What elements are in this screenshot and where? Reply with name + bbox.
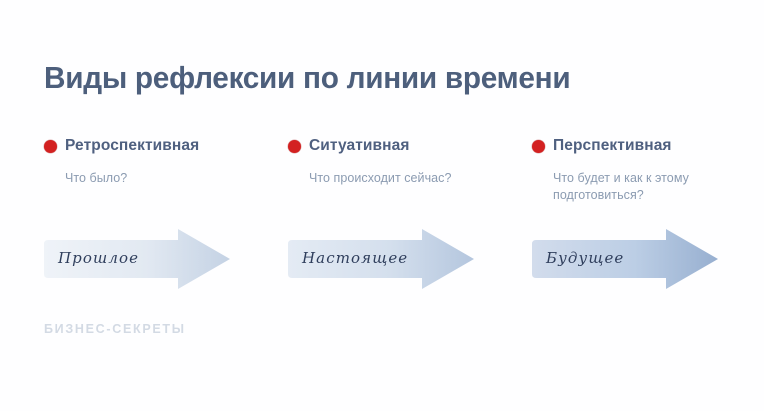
column-retrospective: Ретроспективная Что было? <box>44 136 279 187</box>
arrow-past-icon <box>44 229 230 289</box>
arrow-past: Прошлое <box>44 228 231 290</box>
arrow-label-future: Будущее <box>546 249 625 267</box>
red-dot-icon <box>532 140 545 153</box>
arrow-label-present: Настоящее <box>302 249 409 267</box>
brand-watermark: БИЗНЕС-СЕКРЕТЫ <box>44 322 186 336</box>
column-question: Что происходит сейчас? <box>309 171 452 185</box>
page-title: Виды рефлексии по линии времени <box>44 60 571 95</box>
arrow-label-past: Прошлое <box>58 249 140 267</box>
arrow-future-icon <box>532 229 718 289</box>
arrow-present: Настоящее <box>288 228 475 290</box>
column-header: Перспективная <box>532 136 737 158</box>
column-perspective: Перспективная Что будет и как к этому по… <box>532 136 737 204</box>
red-dot-icon <box>288 140 301 153</box>
column-title: Ситуативная <box>309 137 410 154</box>
column-title: Перспективная <box>553 137 672 154</box>
column-header: Ситуативная <box>288 136 523 158</box>
arrow-future: Будущее <box>532 228 719 290</box>
red-dot-icon <box>44 140 57 153</box>
column-header: Ретроспективная <box>44 136 279 158</box>
arrow-present-icon <box>288 229 474 289</box>
column-question: Что будет и как к этому подготовиться? <box>553 171 689 202</box>
column-question: Что было? <box>65 171 128 185</box>
column-situational: Ситуативная Что происходит сейчас? <box>288 136 523 187</box>
column-title: Ретроспективная <box>65 137 200 154</box>
